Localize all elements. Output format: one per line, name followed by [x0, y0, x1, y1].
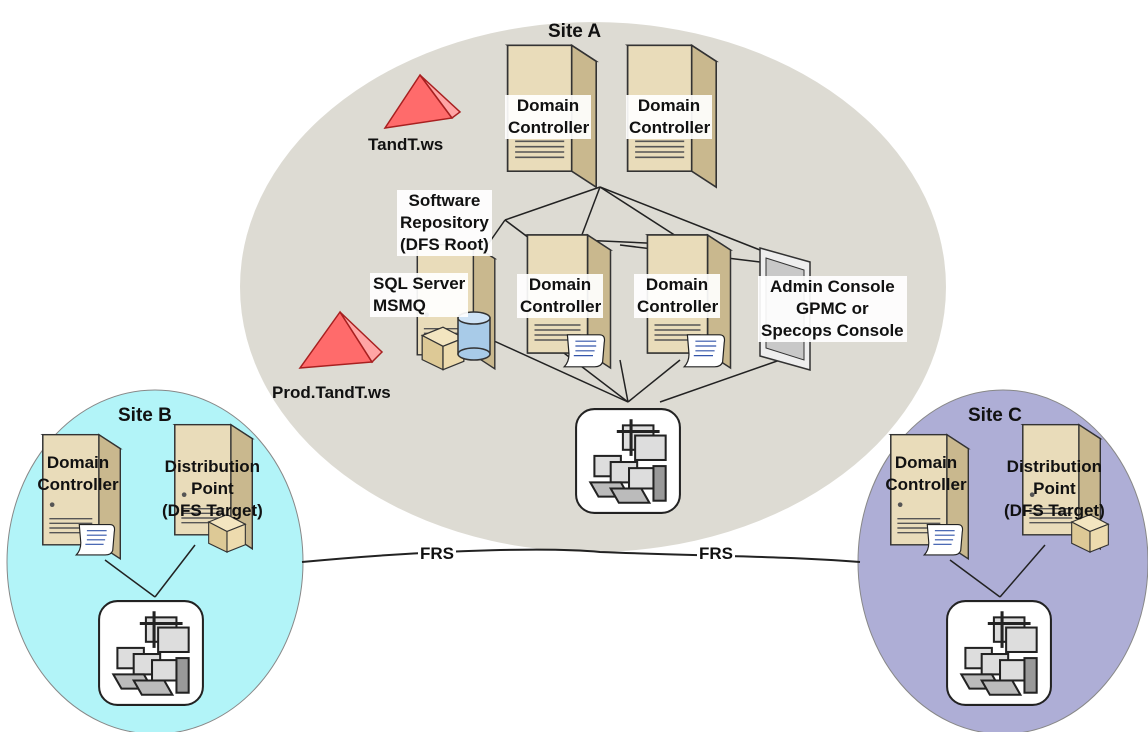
site-b-dc-label: Domain Controller	[37, 453, 119, 494]
admin-console-line3: Specops Console	[761, 321, 904, 340]
admin-console-label: Admin Console GPMC or Specops Console	[758, 276, 907, 342]
prod-tandt-label: Prod.TandT.ws	[272, 383, 391, 402]
site-c-dc-label: Domain Controller	[885, 453, 967, 494]
site-b-dp-line1: Distribution	[164, 457, 261, 476]
admin-console-line1: Admin Console	[769, 277, 895, 296]
sql-server-line1: SQL Server	[373, 274, 466, 293]
frs-link-line	[301, 548, 861, 563]
site-a-title: Site A	[548, 21, 602, 42]
site-c-dp-line3: (DFS Target)	[1004, 501, 1105, 520]
site-c-scroll-icon	[923, 523, 964, 556]
tandt-label: TandT.ws	[368, 135, 444, 154]
tandt-pyramid-icon	[383, 73, 462, 129]
site-c-dp-label: Distribution Point (DFS Target)	[1004, 456, 1105, 522]
site-b-dp-line2: Point	[191, 479, 234, 498]
software-repository-line1: Software	[408, 191, 481, 210]
site-a-dc4-label: Domain Controller	[634, 274, 720, 318]
database-icon	[457, 311, 491, 361]
admin-console-line2: GPMC or	[795, 299, 869, 318]
site-b-workstations-icon	[97, 599, 205, 707]
site-a-workstations-icon	[574, 407, 682, 515]
site-b-title: Site B	[118, 405, 172, 426]
site-b-dp-label: Distribution Point (DFS Target)	[162, 456, 263, 522]
software-repository-line3: (DFS Root)	[400, 235, 489, 254]
software-repository-label: Software Repository (DFS Root)	[397, 190, 492, 256]
site-b-dp-line3: (DFS Target)	[162, 501, 263, 520]
sql-server-line2: MSMQ	[373, 296, 426, 315]
site-c-workstations-icon	[945, 599, 1053, 707]
site-a-dc3-scroll-icon	[563, 334, 606, 368]
prod-pyramid-icon	[298, 310, 384, 369]
site-b-connections	[104, 544, 196, 598]
site-b-scroll-icon	[75, 523, 116, 556]
site-c-title: Site C	[968, 405, 1022, 426]
site-a-dc2-label: Domain Controller	[626, 95, 712, 139]
site-a-dc3-label: Domain Controller	[517, 274, 603, 318]
software-repository-line2: Repository	[400, 213, 489, 232]
frs-left-label: FRS	[418, 543, 456, 565]
site-c-connections	[949, 544, 1046, 598]
site-c-dp-line2: Point	[1033, 479, 1076, 498]
site-a-dc1-label: Domain Controller	[505, 95, 591, 139]
site-c-dp-line1: Distribution	[1006, 457, 1103, 476]
site-a-dc4-scroll-icon	[683, 334, 726, 368]
frs-right-label: FRS	[697, 543, 735, 565]
sql-server-label: SQL Server MSMQ	[370, 273, 469, 317]
